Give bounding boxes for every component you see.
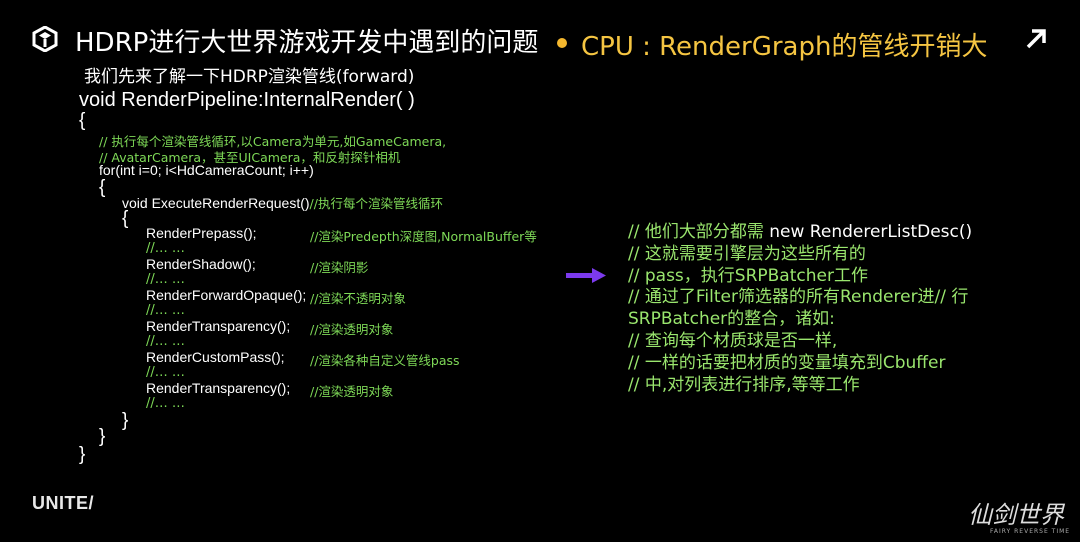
code-comment-1: // 执行每个渲染管线循环,以Camera为单元,如GameCamera, [99,134,447,149]
call-name: RenderTransparency(); [146,380,291,396]
cpu-heading: CPU : RenderGraph的管线开销大 [581,26,987,63]
open-brace-outer: { [79,110,86,131]
game-logo: 仙剑世界 [968,501,1064,529]
close-brace-for: } [99,426,106,447]
call-comment: //渲染不透明对象 [310,291,406,306]
page-title: HDRP进行大世界游戏开发中遇到的问题 [75,28,539,58]
function-signature: void RenderPipeline:InternalRender( ) [79,89,415,111]
unity-logo-icon [32,26,58,52]
close-brace-outer: } [79,444,86,465]
note-line: // 他们大部分都需 new RendererListDesc() [628,222,972,244]
subtitle: 我们先来了解一下HDRP渲染管线(forward) [84,67,415,87]
call-name: RenderPrepass(); [146,225,257,241]
cpu-prefix: CPU : [581,32,660,62]
ellipsis-comment: //… … [146,272,185,287]
call-name: RenderCustomPass(); [146,349,285,365]
note-line: // 这就需要引擎层为这些所有的 [628,243,866,264]
call-name: RenderForwardOpaque(); [146,287,307,303]
call-name: RenderTransparency(); [146,318,291,334]
close-brace-execute: } [122,410,129,431]
open-brace-for: { [99,177,106,198]
note-code: new RendererListDesc() [769,222,973,242]
ellipsis-comment: //… … [146,334,185,349]
notes-panel: // 他们大部分都需 new RendererListDesc() // 这就需… [628,222,972,396]
call-comment: //渲染Predepth深度图,NormalBuffer等 [310,229,537,244]
ellipsis-comment: //… … [146,396,185,411]
note-line: // 查询每个材质球是否一样, [628,330,838,351]
code-comment-2: // AvatarCamera，甚至UICamera，和反射探针相机 [99,150,401,165]
open-brace-execute: { [122,208,129,229]
cpu-topic: RenderGraph的管线开销大 [659,32,988,62]
call-name: RenderShadow(); [146,256,256,272]
call-comment: //渲染阴影 [310,260,369,275]
unite-logo: UNITE/ [32,493,95,513]
execute-call: void ExecuteRenderRequest() [122,195,310,211]
execute-comment: //执行每个渲染管线循环 [309,196,443,211]
call-comment: //渲染透明对象 [310,322,394,337]
note-line: SRPBatcher的整合，诸如: [628,309,835,330]
note-line: // 中,对列表进行排序,等等工作 [628,374,860,395]
ellipsis-comment: //… … [146,241,185,256]
right-arrow-icon [566,268,606,283]
call-comment: //渲染透明对象 [310,384,394,399]
ellipsis-comment: //… … [146,365,185,380]
note-line: // pass，执行SRPBatcher工作 [628,265,868,286]
call-comment: //渲染各种自定义管线pass [310,353,460,368]
game-logo-subtitle: FAIRY REVERSE TIME [990,528,1071,535]
note-line: // 一样的话要把材质的变量填充到Cbuffer [628,352,946,373]
for-loop-line: for(int i=0; i<HdCameraCount; i++) [99,162,314,178]
bullet-dot [557,38,567,48]
execute-line: void ExecuteRenderRequest()//执行每个渲染管线循环 [122,193,443,212]
expand-arrow-icon[interactable] [1025,28,1047,50]
ellipsis-comment: //… … [146,303,185,318]
note-prefix: // 他们大部分都需 [628,222,770,242]
note-line: // 通过了Filter筛选器的所有Renderer进// 行 [628,287,969,308]
